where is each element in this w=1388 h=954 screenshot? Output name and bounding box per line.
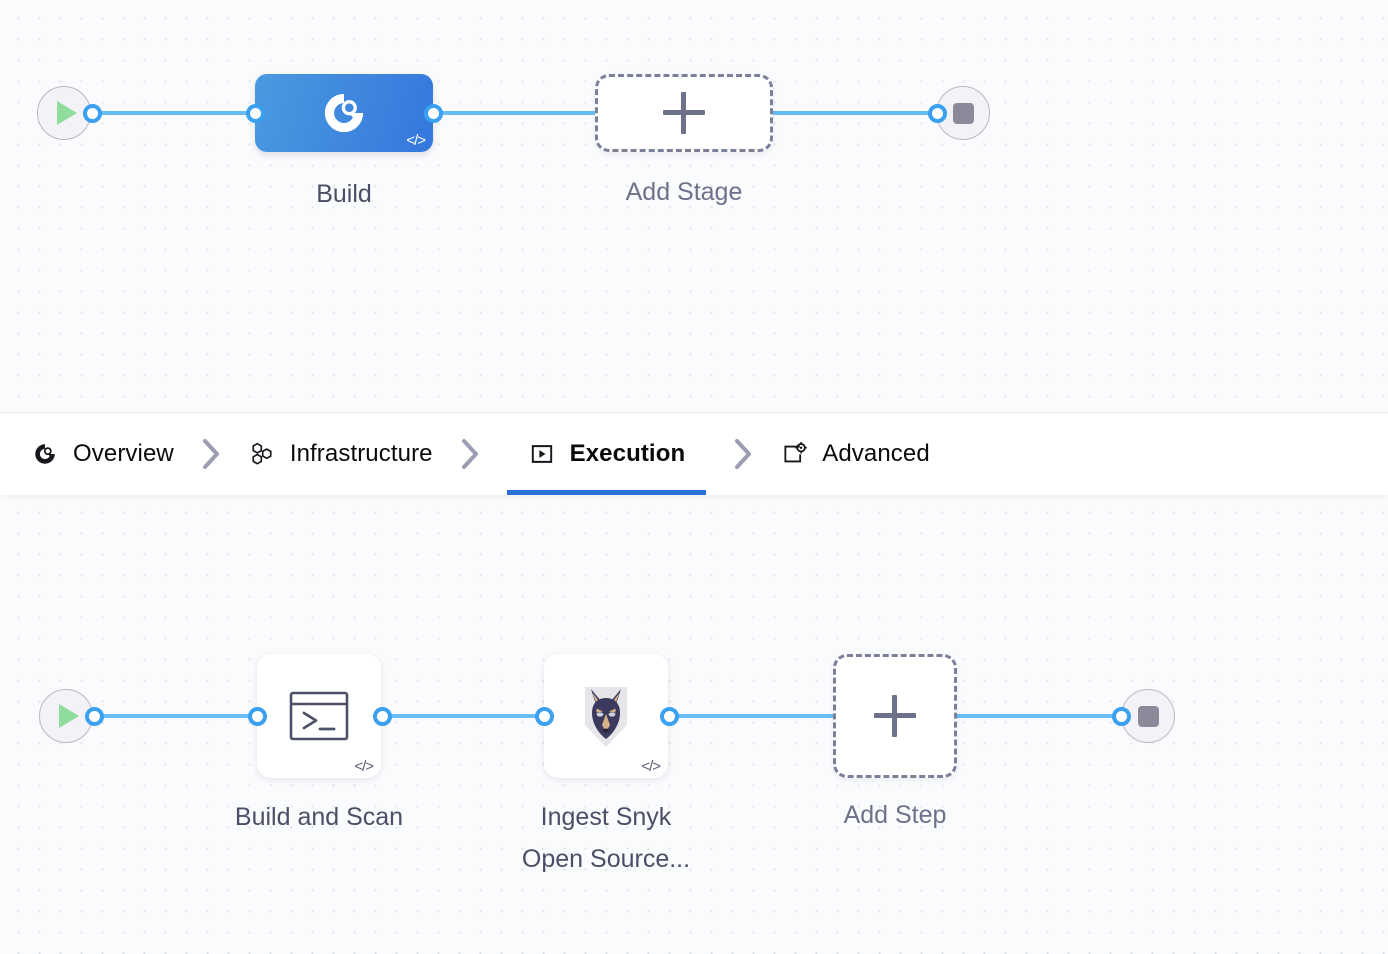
- step-build-output-port[interactable]: [373, 706, 392, 726]
- pipeline-start-node[interactable]: [37, 86, 91, 140]
- chevron-right-icon: [461, 439, 478, 469]
- step-wire-add-to-end: [955, 714, 1130, 718]
- execution-end-node[interactable]: [1121, 689, 1175, 743]
- stage-end-port[interactable]: [928, 103, 947, 123]
- execution-start-node[interactable]: [39, 689, 93, 743]
- step-start-port[interactable]: [85, 706, 104, 726]
- play-box-icon: [528, 440, 556, 468]
- stage-build-input-port[interactable]: [246, 103, 265, 123]
- stage-wire-build-to-add: [430, 111, 690, 115]
- add-stage-button[interactable]: [595, 74, 773, 152]
- play-icon: [56, 101, 77, 125]
- execution-canvas[interactable]: </> Build and Scan: [0, 494, 1388, 954]
- step-node-ingest-snyk-label: Ingest Snyk Open Source...: [521, 803, 691, 873]
- tab-overview[interactable]: Overview: [31, 413, 174, 495]
- tab-execution[interactable]: Execution: [506, 413, 707, 495]
- scan-circle-icon: [31, 440, 59, 468]
- step-build-code-badge: </>: [354, 758, 374, 775]
- stop-icon: [952, 102, 974, 124]
- stage-wire-add-to-end: [770, 111, 948, 115]
- chevron-right-icon: [735, 439, 752, 469]
- play-icon: [58, 704, 79, 728]
- step-snyk-input-port[interactable]: [535, 706, 554, 726]
- tab-execution-label: Execution: [569, 440, 686, 467]
- step-wire-build-to-snyk: [380, 714, 550, 718]
- stage-canvas[interactable]: </> Build Add Stage: [0, 0, 1388, 412]
- stage-node-build[interactable]: </>: [255, 74, 433, 152]
- add-step-label: Add Step: [843, 801, 947, 829]
- tab-separator-2: [433, 413, 507, 495]
- stop-icon: [1137, 705, 1159, 727]
- stage-node-build-label: Build: [316, 180, 372, 208]
- step-end-port[interactable]: [1112, 706, 1131, 726]
- panel-gear-icon: [780, 440, 808, 468]
- step-build-input-port[interactable]: [248, 706, 267, 726]
- stage-build-output-port[interactable]: [424, 103, 443, 123]
- chevron-right-icon: [202, 439, 219, 469]
- plus-icon: [874, 695, 916, 737]
- step-node-ingest-snyk[interactable]: </>: [544, 654, 668, 778]
- step-snyk-code-badge: </>: [641, 758, 661, 775]
- tab-separator-3: [706, 413, 780, 495]
- snyk-doberman-icon: [585, 687, 627, 747]
- scan-circle-icon: [324, 93, 364, 133]
- plus-icon: [663, 92, 705, 134]
- add-step-button[interactable]: [833, 654, 957, 778]
- step-node-build-and-scan[interactable]: </>: [257, 654, 381, 778]
- step-config-tabbar: Overview Infrastructure: [0, 412, 1388, 495]
- tab-separator-1: [174, 413, 248, 495]
- stage-start-port[interactable]: [83, 103, 102, 123]
- hexagon-cluster-icon: [248, 440, 276, 468]
- stage-wire-start-to-build: [92, 111, 260, 115]
- step-wire-snyk-to-add: [666, 714, 838, 718]
- tab-infrastructure-label: Infrastructure: [289, 440, 433, 467]
- terminal-icon: [289, 691, 349, 741]
- step-snyk-output-port[interactable]: [660, 706, 679, 726]
- step-node-build-and-scan-label: Build and Scan: [234, 803, 404, 831]
- tab-overview-label: Overview: [73, 440, 174, 467]
- tab-infrastructure[interactable]: Infrastructure: [248, 413, 433, 495]
- tab-advanced-label: Advanced: [822, 440, 930, 467]
- stage-code-badge: </>: [406, 132, 426, 149]
- add-stage-label: Add Stage: [625, 178, 743, 206]
- step-wire-start-to-build: [94, 714, 264, 718]
- tab-advanced[interactable]: Advanced: [780, 413, 930, 495]
